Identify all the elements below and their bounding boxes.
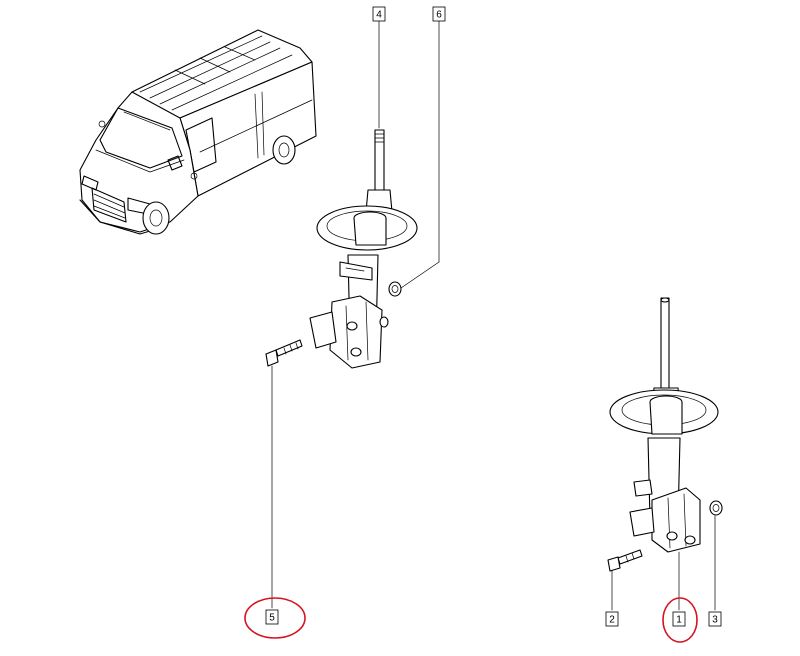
leader-lines [271,20,716,611]
callout-1-label: 1 [676,615,682,626]
callout-2: 2 [605,611,619,627]
callout-6-label: 6 [436,10,442,21]
callout-3: 3 [708,611,722,627]
highlight-circle-part-5 [244,597,306,639]
callout-3-label: 3 [712,615,718,626]
van-illustration [79,29,317,235]
callout-5: 5 [265,609,279,625]
callout-4: 4 [372,6,386,22]
callout-1: 1 [672,611,686,627]
highlight-circle-part-1 [662,597,698,643]
callout-6: 6 [432,6,446,22]
lower-strut-assembly [607,297,723,572]
highlight-marks [244,597,698,643]
callout-2-label: 2 [609,615,615,626]
upper-strut-assembly [265,129,418,369]
callout-5-label: 5 [269,613,275,624]
callout-4-label: 4 [376,10,382,21]
